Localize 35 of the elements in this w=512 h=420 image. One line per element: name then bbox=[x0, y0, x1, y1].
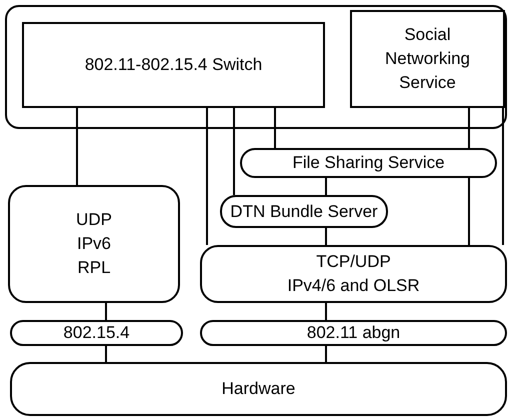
layer-label: IPv4/6 and OLSR bbox=[286, 275, 421, 297]
layer-label: File Sharing Service bbox=[291, 152, 446, 174]
connector-line bbox=[76, 108, 78, 185]
layer-label: IPv6 bbox=[76, 233, 112, 255]
connector-line bbox=[468, 108, 470, 148]
connector-line bbox=[325, 346, 327, 362]
layer-label: Social Networking Service bbox=[384, 24, 472, 94]
connector-line bbox=[325, 178, 327, 195]
layer-label: TCP/UDP bbox=[315, 251, 392, 273]
connector-line bbox=[206, 108, 208, 245]
connector-line bbox=[502, 108, 504, 245]
layer-label: UDP bbox=[75, 209, 113, 231]
layer-box bbox=[8, 185, 180, 303]
layer-label: DTN Bundle Server bbox=[229, 200, 379, 222]
connector-line bbox=[105, 346, 107, 362]
container-box bbox=[5, 5, 507, 129]
layer-pill bbox=[220, 195, 388, 228]
layer-label: RPL bbox=[76, 257, 112, 279]
layer-pill bbox=[200, 320, 507, 346]
process-box bbox=[350, 10, 505, 108]
layer-box bbox=[10, 362, 507, 416]
connector-line bbox=[325, 303, 327, 320]
layer-pill bbox=[240, 148, 497, 178]
layer-label: Hardware bbox=[220, 378, 296, 400]
connector-line bbox=[105, 303, 107, 320]
layer-pill bbox=[10, 320, 183, 346]
connector-line bbox=[325, 228, 327, 245]
layer-label: 802.11-802.15.4 Switch bbox=[84, 54, 264, 76]
process-box bbox=[22, 22, 325, 108]
layer-label: 802.11 abgn bbox=[306, 322, 402, 344]
connector-line bbox=[468, 178, 470, 245]
layer-box bbox=[200, 245, 507, 303]
connector-line bbox=[274, 108, 276, 148]
layer-label: 802.15.4 bbox=[62, 322, 131, 344]
connector-line bbox=[233, 108, 235, 195]
